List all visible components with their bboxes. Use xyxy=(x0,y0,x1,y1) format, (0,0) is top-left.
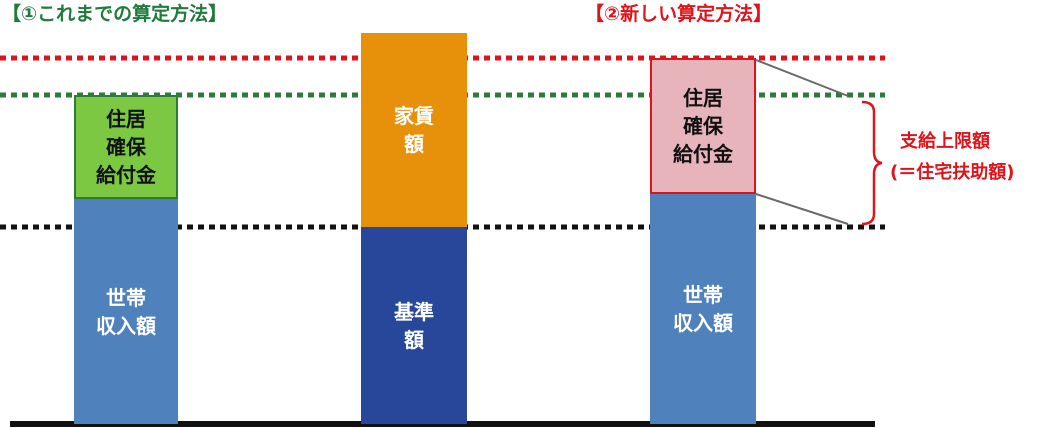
curly-brace xyxy=(861,100,883,226)
col1-housing-benefit-block: 住居 確保 給付金 xyxy=(74,95,178,199)
col2-rent-block: 家賃 額 xyxy=(361,33,467,227)
connector-bottom xyxy=(755,193,849,225)
col2-rent-label: 家賃 額 xyxy=(394,104,434,156)
col3-housing-benefit-label: 住居 確保 給付金 xyxy=(673,86,733,166)
heading-new-method: 【②新しい算定方法】 xyxy=(585,3,773,25)
col3-household-income-block: 世帯 収入額 xyxy=(650,194,756,424)
housing-assistance-note: (＝住宅扶助額) xyxy=(890,162,1015,183)
col2-standard-amount-block: 基準 額 xyxy=(361,227,467,424)
heading-old-method: 【①これまでの算定方法】 xyxy=(2,3,228,25)
col1-housing-benefit-label: 住居 確保 給付金 xyxy=(96,107,156,187)
col3-housing-benefit-block: 住居 確保 給付金 xyxy=(650,58,756,194)
col3-household-income-label: 世帯 収入額 xyxy=(673,283,733,335)
col1-household-income-block: 世帯 収入額 xyxy=(74,199,178,424)
payment-limit-label: 支給上限額 xyxy=(900,131,990,152)
connector-top xyxy=(755,59,849,97)
col2-standard-amount-label: 基準 額 xyxy=(394,299,434,352)
col1-household-income-label: 世帯 収入額 xyxy=(96,285,156,338)
